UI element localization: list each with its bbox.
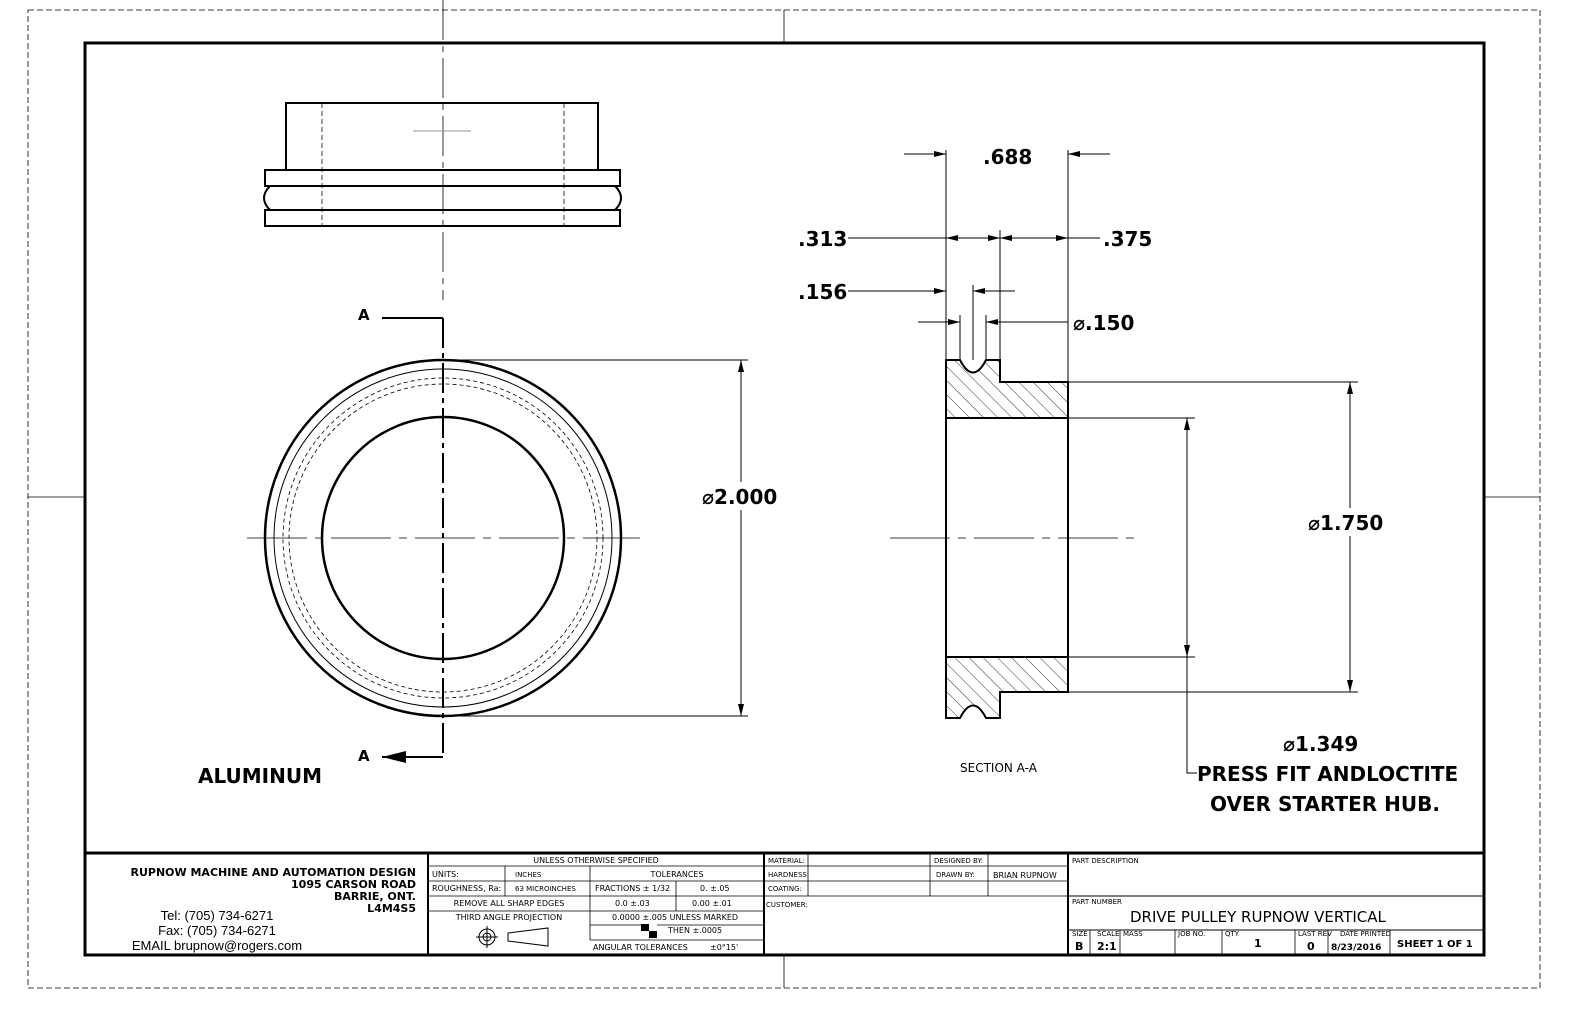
drawn-by-value: BRIAN RUPNOW <box>993 871 1057 880</box>
sharp-edges-note: REMOVE ALL SHARP EDGES <box>454 899 565 908</box>
mass-label: MASS <box>1123 930 1143 938</box>
outer-diameter-label: ⌀2.000 <box>702 485 777 509</box>
company-block: RUPNOW MACHINE AND AUTOMATION DESIGN 109… <box>131 866 417 915</box>
tol-3: 0.0000 ±.005 UNLESS MARKED <box>612 913 738 922</box>
coating-label: COATING: <box>768 885 802 893</box>
dim-width-total: .688 <box>983 145 1032 169</box>
section-dimensions <box>848 150 1358 774</box>
drawn-by-label: DRAWN BY: <box>936 871 975 879</box>
qty-label: QTY <box>1225 930 1240 938</box>
size-label: SIZE <box>1072 930 1088 938</box>
qty-value: 1 <box>1254 937 1262 950</box>
tol-2: 0.00 ±.01 <box>692 899 732 908</box>
roughness-value: 63 MICROINCHES <box>515 885 576 893</box>
company-address: 1095 CARSON ROAD <box>291 878 416 891</box>
angular-label: ANGULAR TOLERANCES <box>593 943 688 952</box>
note-line-2: OVER STARTER HUB. <box>1210 792 1440 816</box>
job-label: JOB NO. <box>1177 930 1205 938</box>
material-note: ALUMINUM <box>198 764 322 788</box>
section-label: SECTION A-A <box>960 761 1038 775</box>
section-marker-top: A <box>358 306 370 324</box>
zone-ticks <box>28 10 1540 988</box>
outer-diameter-dimension <box>443 359 748 717</box>
dim-groove-dia: ⌀.150 <box>1073 311 1134 335</box>
dim-groove-half: .156 <box>798 280 847 304</box>
company-postal: L4M4S5 <box>367 902 416 915</box>
company-fax: Fax: (705) 734-6271 <box>158 923 276 938</box>
units-value: INCHES <box>515 871 542 879</box>
date-value: 8/23/2016 <box>1331 943 1381 953</box>
customer-label: CUSTOMER: <box>766 901 808 909</box>
part-description-label: PART DESCRIPTION <box>1072 857 1139 865</box>
part-number-label: PART NUMBER <box>1072 898 1122 906</box>
scale-value: 2:1 <box>1097 940 1117 953</box>
section-view <box>890 359 1140 719</box>
title-block-grid <box>85 851 1484 955</box>
roughness-label: ROUGHNESS, Ra: <box>432 884 501 893</box>
angular-value: ±0°15' <box>710 943 738 952</box>
tolerances-header: TOLERANCES <box>649 870 703 879</box>
front-view <box>247 317 640 757</box>
section-marker-bottom: A <box>358 747 370 765</box>
projection-symbol <box>476 926 549 948</box>
units-label: UNITS: <box>432 870 459 879</box>
designed-by-label: DESIGNED BY: <box>934 857 983 865</box>
tol-1: 0.0 ±.03 <box>615 899 650 908</box>
hardness-label: HARDNESS: <box>768 871 809 879</box>
projection-label: THIRD ANGLE PROJECTION <box>455 913 562 922</box>
tol-4: THEN ±.0005 <box>667 926 722 935</box>
sheet-value: SHEET 1 OF 1 <box>1397 939 1473 950</box>
company-city: BARRIE, ONT. <box>334 890 416 903</box>
note-line-1: PRESS FIT ANDLOCTITE <box>1197 762 1458 786</box>
unless-specified: UNLESS OTHERWISE SPECIFIED <box>533 856 659 865</box>
date-label: DATE PRINTED <box>1340 930 1391 938</box>
center-mark-icon <box>641 924 657 938</box>
dim-groove-offset: .313 <box>798 227 847 251</box>
dim-hub-length: .375 <box>1103 227 1152 251</box>
tol-fractions: FRACTIONS ± 1/32 <box>595 884 670 893</box>
tol-0: 0. ±.05 <box>700 884 730 893</box>
dim-hub-dia: ⌀1.750 <box>1308 511 1383 535</box>
dim-bore-dia: ⌀1.349 <box>1283 732 1358 756</box>
size-value: B <box>1075 940 1083 953</box>
scale-label: SCALE <box>1097 930 1119 938</box>
company-contact: Tel: (705) 734-6271 Fax: (705) 734-6271 … <box>132 908 302 953</box>
company-email: EMAIL brupnow@rogers.com <box>132 938 302 953</box>
material-label: MATERIAL: <box>768 857 805 865</box>
top-view <box>263 0 622 300</box>
part-number-value: DRIVE PULLEY RUPNOW VERTICAL <box>1130 908 1387 926</box>
rev-value: 0 <box>1307 940 1315 953</box>
company-tel: Tel: (705) 734-6271 <box>161 908 274 923</box>
rev-label: LAST REV <box>1298 930 1332 938</box>
inner-frame <box>83 41 1486 957</box>
company-name: RUPNOW MACHINE AND AUTOMATION DESIGN <box>131 866 417 879</box>
